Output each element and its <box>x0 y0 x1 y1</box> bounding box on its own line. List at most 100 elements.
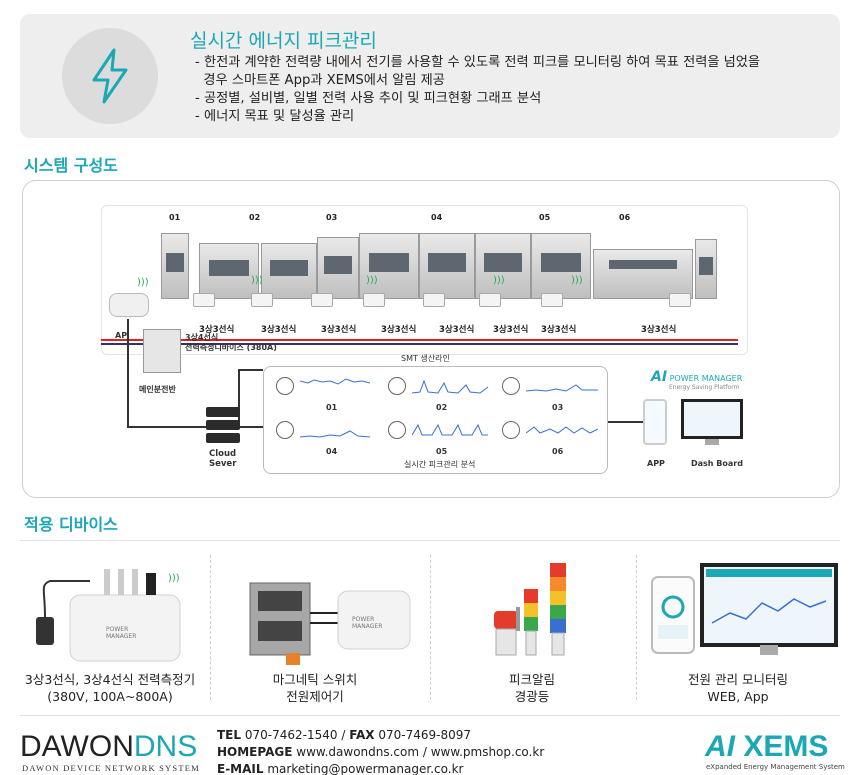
connector-line <box>239 426 263 428</box>
wiring-label: 3상3선식 <box>261 325 297 335</box>
contact-homepage: HOMEPAGE www.dawondns.com / www.pmshop.c… <box>217 745 545 759</box>
svg-text:POWER: POWER <box>106 626 128 633</box>
device-caption: 마그네틱 스위치 전원제어기 <box>272 672 358 704</box>
power-meter-device-image: POWER MANAGER <box>36 569 181 662</box>
mini-chart <box>526 426 598 434</box>
power-meter <box>311 293 333 307</box>
smartphone-app-image <box>643 399 667 445</box>
device-divider <box>430 555 431 700</box>
brand-subtitle: DAWON DEVICE NETWORK SYSTEM <box>22 763 200 773</box>
machine-number: 01 <box>169 213 181 222</box>
xems-subtitle: eXpanded Energy Management System <box>706 763 845 771</box>
gauge-icon <box>388 377 406 395</box>
devices-section-title: 적용 디바이스 <box>24 515 118 534</box>
system-section-title: 시스템 구성도 <box>24 156 118 175</box>
wiring-label: 3상3선식 <box>199 325 235 335</box>
connector-line <box>127 319 129 427</box>
smt-line-label: SMT 생산라인 <box>401 354 450 363</box>
mini-chart <box>412 423 488 436</box>
feature-panel: 실시간 에너지 피크관리 - 한전과 계약한 전력량 내에서 전기를 사용할 수… <box>20 14 840 138</box>
mini-chart <box>300 378 370 385</box>
wifi-icon: ))) <box>168 573 180 584</box>
wiring-label: 3상3선식 <box>321 325 357 335</box>
gauge-icon <box>502 377 520 395</box>
mini-chart <box>412 379 488 394</box>
footer-divider <box>20 715 840 716</box>
feature-line: - 공정별, 설비별, 일별 전력 사용 추이 및 피크현황 그래프 분석 <box>195 91 542 106</box>
connector-line <box>127 426 207 428</box>
gauge-icon <box>388 421 406 439</box>
svg-text:POWER: POWER <box>352 616 374 623</box>
app-label: APP <box>647 459 665 468</box>
machine-number: 03 <box>326 213 338 222</box>
power-meter <box>423 293 445 307</box>
gauge-icon <box>276 421 294 439</box>
device-caption: 피크알림 경광등 <box>508 672 555 704</box>
device-list: POWER MANAGER ))) 3상3선식, 3상4선식 전력측정기 (38… <box>0 545 860 710</box>
wifi-icon: ))) <box>493 275 505 286</box>
contact-info: TEL 070-7462-1540 / FAX 070-7469-8097 HO… <box>217 727 544 775</box>
connector-line <box>608 421 643 423</box>
wiring-label: 3상3선식 <box>381 325 417 335</box>
smt-machine <box>199 243 259 299</box>
analysis-number: 01 <box>326 403 338 412</box>
smt-machine <box>695 239 717 299</box>
power-meter <box>363 293 385 307</box>
system-diagram: 01 02 03 04 05 06 ))) ))) ))) ))) 3상3선식 … <box>22 180 840 498</box>
feature-line: 경우 스마트폰 App과 XEMS에서 알림 제공 <box>195 73 445 88</box>
panel-label: 메인분전반 <box>139 385 176 394</box>
gauge-icon <box>276 377 294 395</box>
wiring-label: 3상3선식 <box>541 325 577 335</box>
feature-line: - 한전과 계약한 전력량 내에서 전기를 사용할 수 있도록 전력 피크를 모… <box>195 55 761 70</box>
power-line-blue <box>101 343 738 345</box>
device-divider <box>636 555 637 700</box>
machine-number: 04 <box>431 213 443 222</box>
warning-light-image <box>494 563 566 656</box>
section-divider <box>20 540 840 541</box>
monitor-stand <box>705 439 719 445</box>
smt-machine <box>359 233 419 299</box>
lightning-icon <box>92 48 128 104</box>
wifi-icon: ))) <box>137 277 149 288</box>
mini-chart <box>300 430 370 438</box>
analysis-title: 실시간 피크관리 분석 <box>404 460 476 469</box>
device-caption: 전원 관리 모니터링 WEB, App <box>688 672 788 704</box>
wiring-label: 3상3선식 <box>439 325 475 335</box>
ap-label: AP <box>115 331 128 340</box>
smt-machine <box>419 233 475 299</box>
ai-xems-logo: AI XEMS <box>705 730 829 763</box>
feature-description: - 한전과 계약한 전력량 내에서 전기를 사용할 수 있도록 전력 피크를 모… <box>195 54 835 126</box>
magnetic-switch-image: POWER MANAGER <box>249 582 411 665</box>
wiring-label: 3상3선식 <box>641 325 677 335</box>
power-meter <box>669 293 691 307</box>
gauge-icon <box>502 421 520 439</box>
analysis-number: 05 <box>436 447 448 456</box>
contact-phone: TEL 070-7462-1540 / FAX 070-7469-8097 <box>217 728 472 742</box>
peak-analysis-panel: 01 02 03 04 05 06 실시간 피크관리 분석 <box>263 366 608 474</box>
svg-text:MANAGER: MANAGER <box>106 633 136 640</box>
power-meter <box>251 293 273 307</box>
feature-icon-circle <box>62 28 158 124</box>
machine-number: 06 <box>619 213 631 222</box>
smt-machine <box>475 233 531 299</box>
connector-line <box>238 369 240 427</box>
dashboard-monitor-image <box>681 399 743 439</box>
dashboard-label: Dash Board <box>691 459 743 468</box>
monitoring-screens-image <box>651 563 838 655</box>
homepage-link[interactable]: www.dawondns.com / www.pmshop.co.kr <box>296 745 545 759</box>
smt-production-line: 01 02 03 04 05 06 ))) ))) ))) ))) 3상3선식 … <box>101 205 748 363</box>
panel-device-label: 3상4선식 전력측정디바이스 (380A) <box>185 333 277 352</box>
power-meter <box>193 293 215 307</box>
smt-machine <box>261 243 317 299</box>
power-manager-logo: AI POWER MANAGER Energy Saving Platform <box>651 369 743 391</box>
analysis-number: 06 <box>552 447 564 456</box>
feature-title: 실시간 에너지 피크관리 <box>190 30 377 52</box>
smt-machine <box>161 233 189 299</box>
device-divider <box>210 555 211 700</box>
reflow-oven <box>593 249 693 299</box>
machine-number: 05 <box>539 213 551 222</box>
svg-text:MANAGER: MANAGER <box>352 623 382 630</box>
wifi-icon: ))) <box>251 275 263 286</box>
email-link[interactable]: marketing@powermanager.co.kr <box>267 762 464 775</box>
feature-line: - 에너지 목표 및 달성율 관리 <box>195 109 355 124</box>
